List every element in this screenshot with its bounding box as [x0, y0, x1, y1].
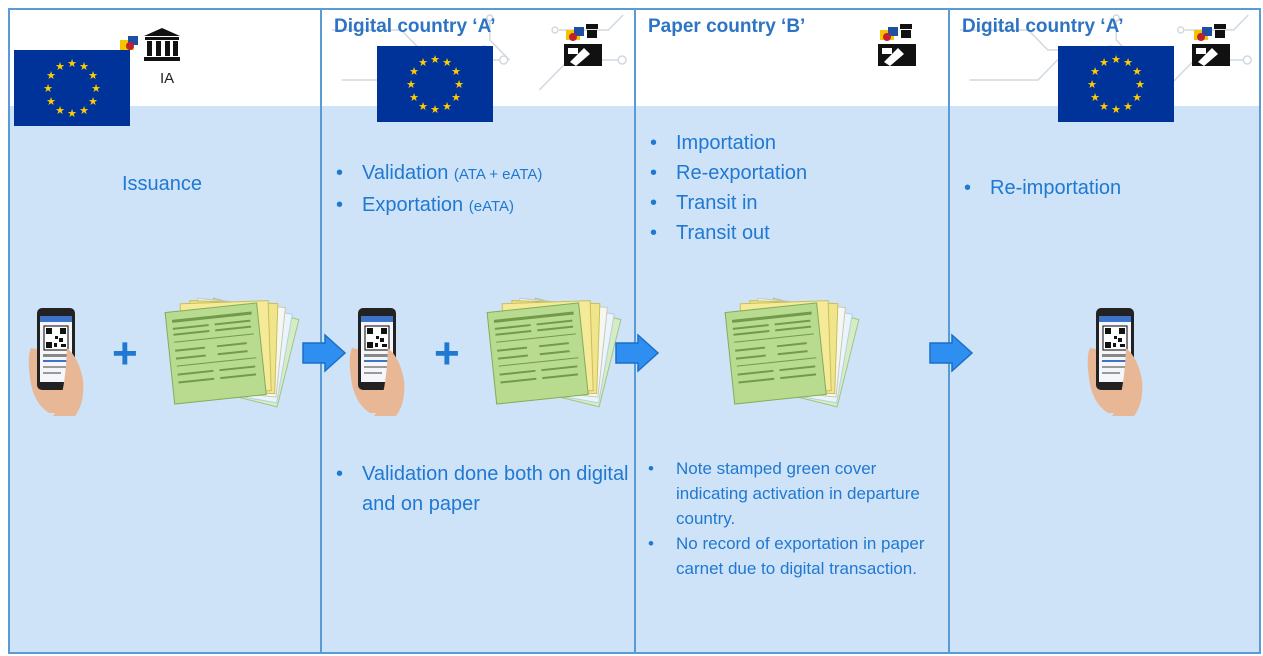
flow-arrow-icon — [929, 333, 974, 373]
list-item: Transit in — [648, 188, 807, 218]
plus-sign: + — [112, 329, 138, 378]
list-item: Transit out — [648, 218, 807, 248]
plus-sign: + — [434, 329, 460, 378]
panel-title: Digital country ‘A’ — [334, 16, 496, 37]
action-list: Re-importation — [962, 173, 1121, 203]
panel-digital-country-a: Digital country ‘A’ Validation (ATA + eA… — [320, 8, 636, 654]
action-list: Validation (ATA + eATA) Exportation (eAT… — [334, 158, 542, 222]
flow-arrow-icon — [302, 333, 347, 373]
paper-carnet-icon — [486, 297, 622, 408]
list-item: Re-exportation — [648, 158, 807, 188]
list-item: Note stamped green cover indicating acti… — [648, 456, 938, 531]
panel-title: Paper country ‘B’ — [648, 16, 806, 37]
panel-title: Digital country ‘A’ — [962, 16, 1124, 37]
eu-flag — [14, 50, 130, 126]
note-list: Note stamped green cover indicating acti… — [648, 456, 938, 581]
list-item: No record of exportation in paper carnet… — [648, 531, 938, 581]
customs-officer-icon — [1192, 24, 1230, 66]
list-item: Re-importation — [962, 173, 1121, 203]
list-item: Importation — [648, 128, 807, 158]
eu-flag — [1058, 46, 1174, 122]
paper-carnet-icon — [724, 297, 860, 408]
flow-arrow-icon — [615, 333, 660, 373]
paper-carnet-icon — [164, 297, 300, 408]
list-item: Validation done both on digital and on p… — [334, 459, 629, 519]
panel-digital-country-a-return: Digital country ‘A’ Re-importation — [948, 8, 1261, 654]
list-item: Exportation (eATA) — [334, 190, 542, 222]
header-label: IA — [160, 70, 175, 87]
smartphone-icon — [349, 308, 405, 417]
issuance-label: Issuance — [122, 173, 203, 195]
eu-flag — [377, 46, 493, 122]
customs-officer-icon — [564, 24, 602, 66]
action-list: Importation Re-exportation Transit in Tr… — [648, 128, 807, 248]
smartphone-icon — [28, 308, 84, 417]
bank-icon — [120, 28, 180, 61]
panel-paper-country-b: Paper country ‘B’ Importation Re-exporta… — [634, 8, 950, 654]
smartphone-icon — [1087, 308, 1143, 417]
panel-issuance: IA Issuance + — [8, 8, 322, 654]
customs-officer-icon — [878, 24, 916, 66]
note-list: Validation done both on digital and on p… — [334, 459, 629, 519]
list-item: Validation (ATA + eATA) — [334, 158, 542, 190]
